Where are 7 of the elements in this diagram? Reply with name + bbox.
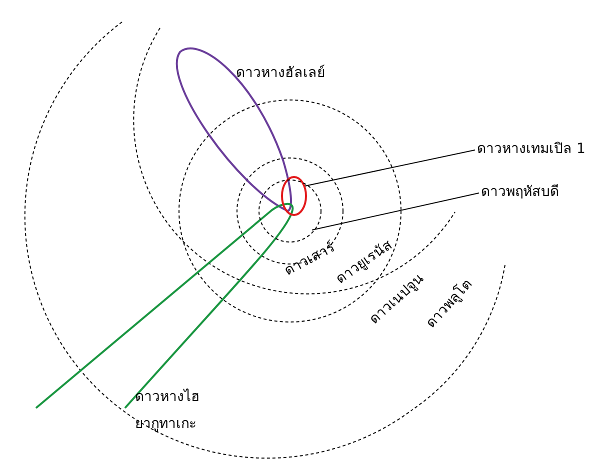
planet-label: ดาวพฤหัสบดี [481,183,559,202]
leader-line [312,192,480,230]
orbit-ellipse [281,176,307,216]
comet-label: ดาวหางไฮยากูทาเกะ [135,388,201,434]
comet-label: ดาวหางฮัลเลย์ [236,64,325,82]
leader-line [304,150,476,186]
planet-label: ดาวหางเทมเปิล 1 [477,140,586,158]
